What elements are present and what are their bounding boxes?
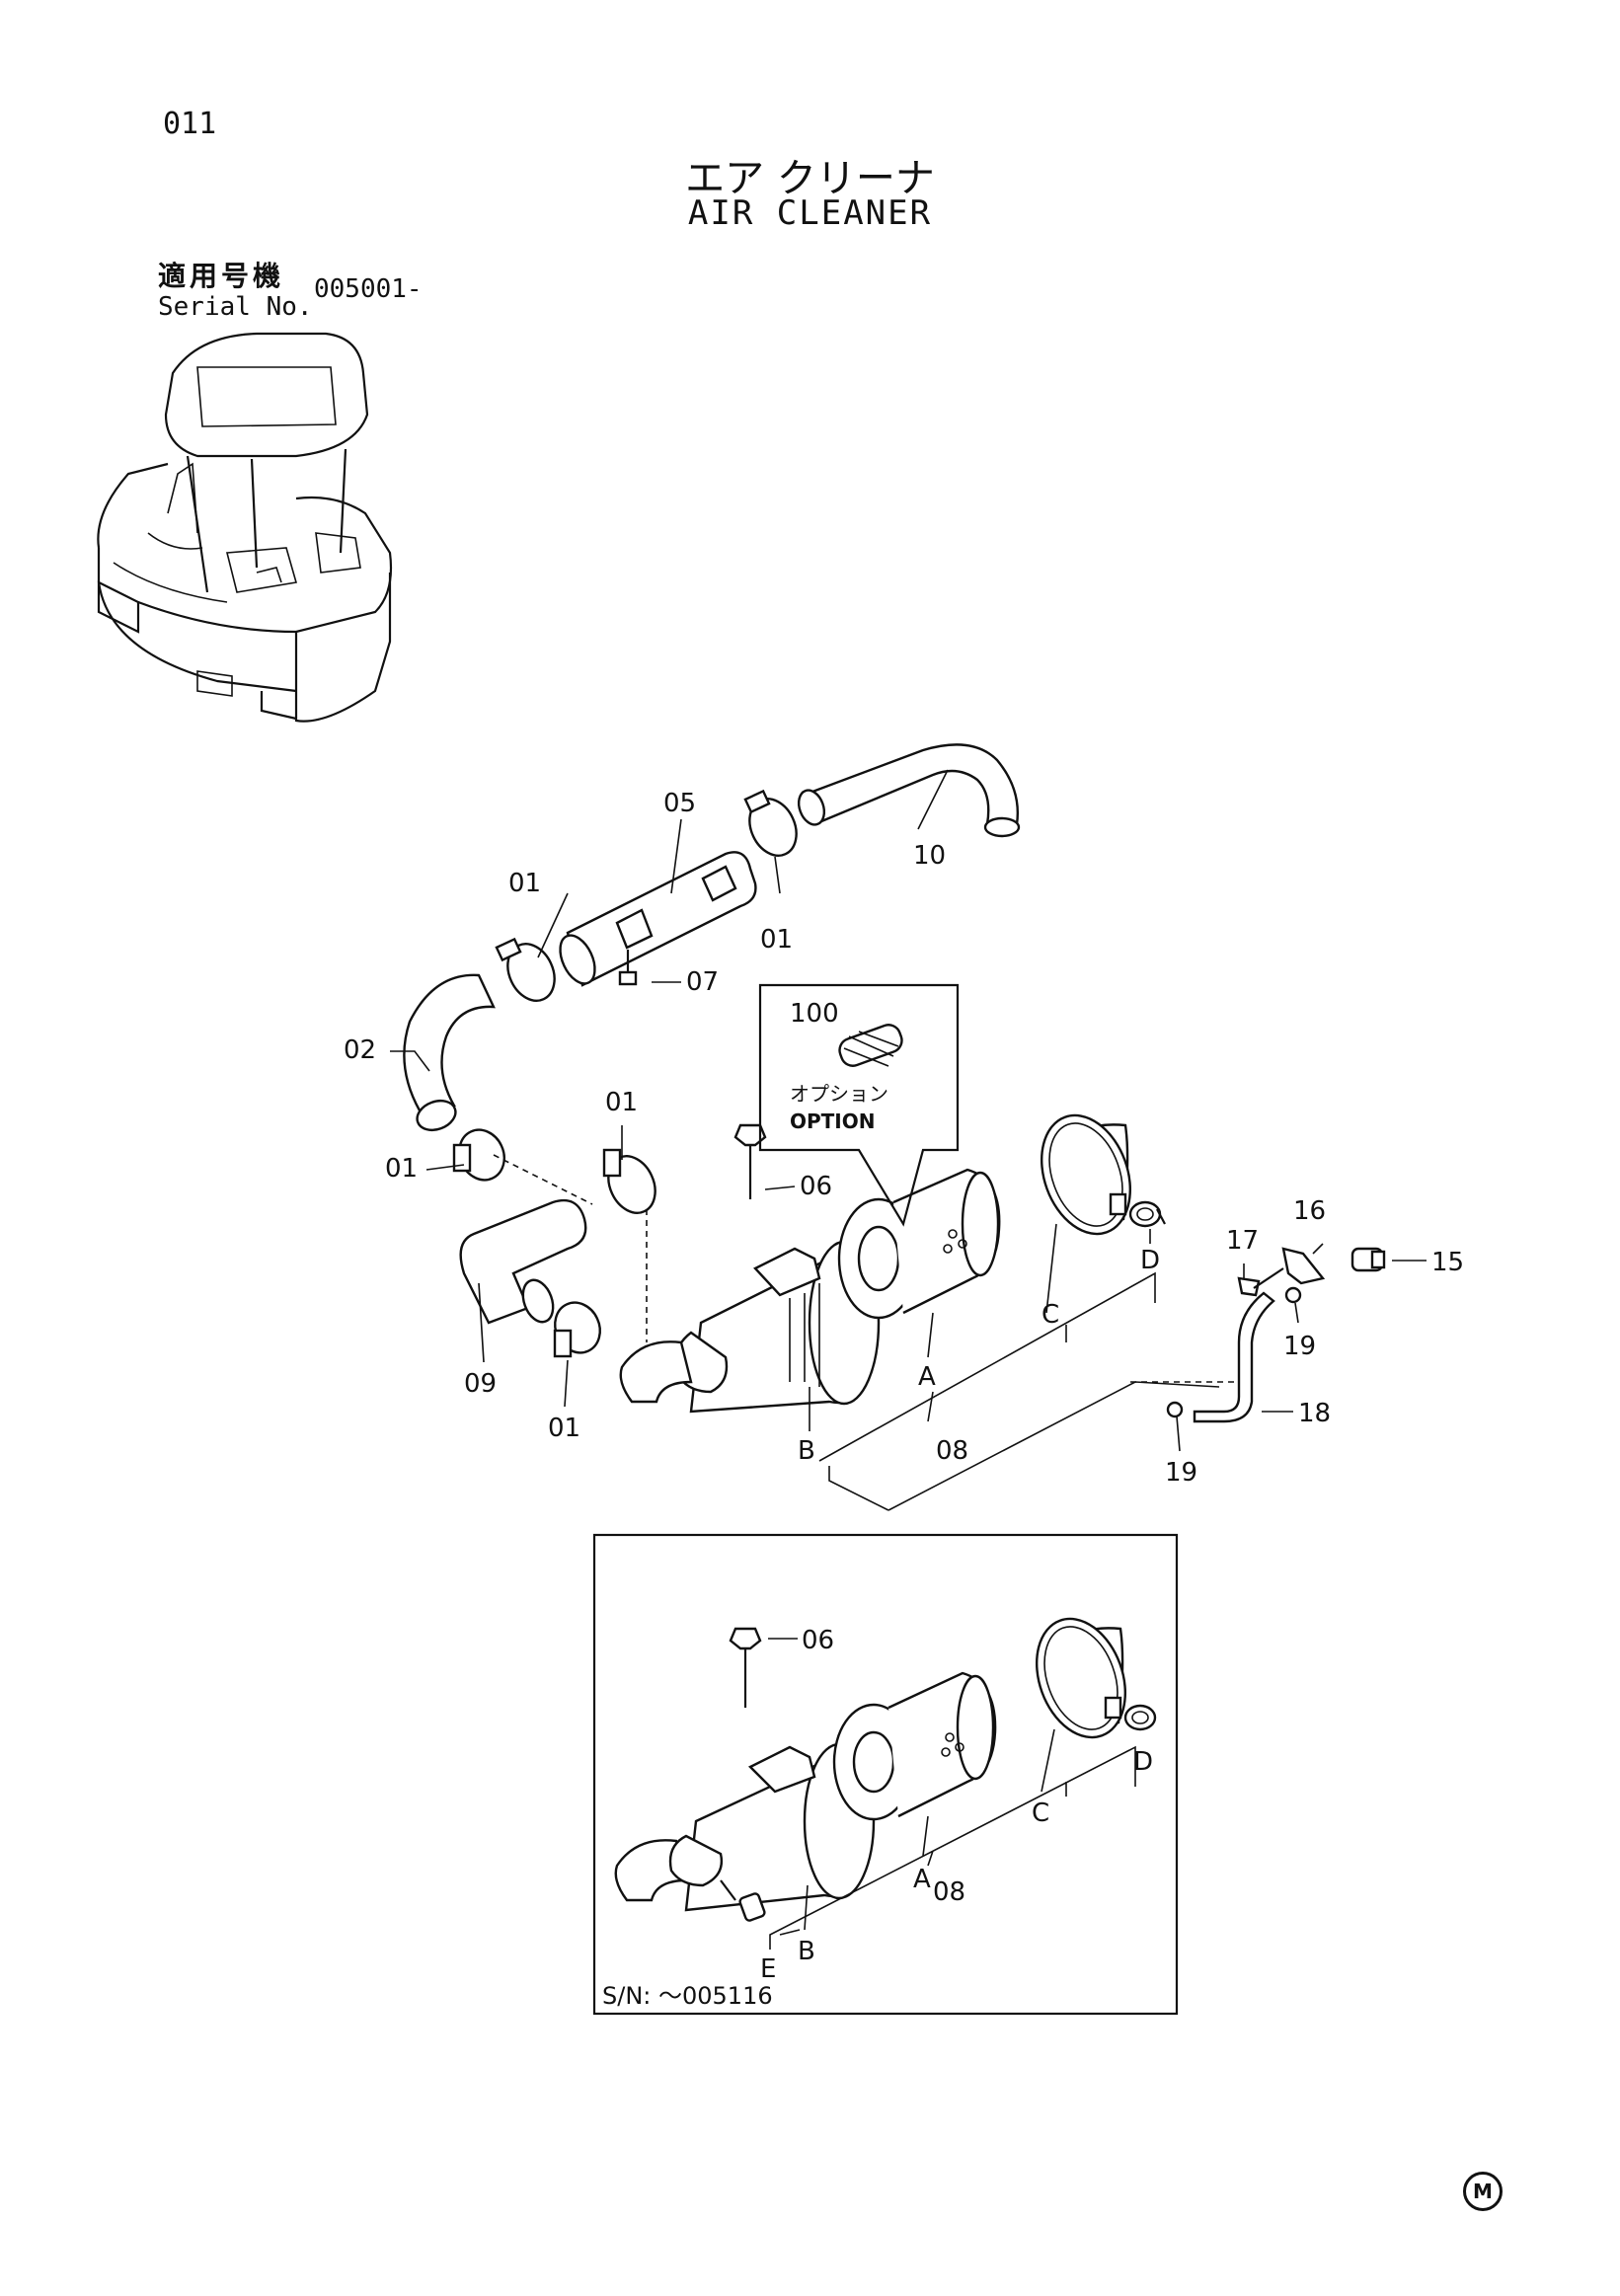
callout-01-c: 01 xyxy=(385,1154,418,1184)
bolt-17 xyxy=(1237,1267,1284,1297)
title-japanese: エア クリーナ xyxy=(685,156,935,201)
callout-07: 07 xyxy=(686,967,719,997)
callout-16: 16 xyxy=(1293,1196,1326,1226)
inset-callout-B: B xyxy=(798,1937,815,1966)
leader-lines xyxy=(390,769,1427,1931)
inset-callout-C: C xyxy=(1032,1799,1049,1828)
clamp-01-upper-right xyxy=(743,789,798,857)
callout-10: 10 xyxy=(913,841,946,871)
option-label-jp: オプション xyxy=(790,1082,888,1106)
callout-15: 15 xyxy=(1431,1248,1464,1277)
inset-callout-D: D xyxy=(1133,1747,1153,1777)
callout-01-b: 01 xyxy=(760,925,793,955)
callout-06: 06 xyxy=(800,1172,832,1201)
callouts: 05 01 01 10 02 07 01 01 09 01 06 B A 08 … xyxy=(344,789,1464,2010)
callout-100: 100 xyxy=(790,999,839,1029)
serial-label-english: Serial No. xyxy=(158,292,313,322)
callout-01-d: 01 xyxy=(605,1088,638,1117)
serial-label-japanese: 適用号機 xyxy=(158,260,285,292)
inset-valve-D xyxy=(1123,1704,1157,1731)
bolt-07 xyxy=(618,950,638,986)
page-code: 011 xyxy=(163,107,217,141)
inset-serial: S/N: ～005116 xyxy=(602,1982,773,2010)
callout-A: A xyxy=(918,1362,936,1392)
inset-air-cleaner-body-B xyxy=(614,1742,876,1912)
inset-callout-A: A xyxy=(913,1865,931,1894)
inset-callout-06: 06 xyxy=(802,1626,834,1655)
callout-B: B xyxy=(798,1436,815,1466)
clamp-01-upper-left xyxy=(495,937,556,1002)
excavator-overview-illustration xyxy=(97,332,393,723)
valve-D xyxy=(1128,1200,1166,1228)
clip-19-lower xyxy=(1166,1401,1184,1418)
callout-C: C xyxy=(1041,1300,1059,1330)
serial-range: 005001- xyxy=(314,274,423,304)
callout-19-b: 19 xyxy=(1165,1458,1197,1488)
clip-19-upper xyxy=(1284,1286,1302,1304)
callout-D: D xyxy=(1140,1246,1160,1275)
inset-frame xyxy=(592,1533,1179,2016)
clamp-01-lower xyxy=(553,1301,601,1358)
callout-02: 02 xyxy=(344,1035,376,1065)
callout-01-e: 01 xyxy=(548,1414,580,1443)
option-label-en: OPTION xyxy=(790,1110,875,1133)
cover-C xyxy=(1040,1113,1132,1236)
option-box xyxy=(758,983,960,1227)
indicator-15 xyxy=(1350,1247,1386,1272)
callout-05: 05 xyxy=(663,789,696,818)
bracket-16 xyxy=(1281,1247,1326,1285)
callout-17: 17 xyxy=(1226,1226,1259,1256)
clamp-01-middle-left xyxy=(452,1128,505,1182)
inset-sensor-E xyxy=(720,1879,766,1922)
corner-mark: M xyxy=(1463,2172,1503,2211)
clamp-01-middle-right xyxy=(602,1148,656,1214)
hose-02 xyxy=(403,973,496,1132)
pipe-05 xyxy=(559,851,757,987)
callout-01-a: 01 xyxy=(508,869,541,898)
element-A xyxy=(837,1168,1001,1320)
inset-cover-C xyxy=(1035,1617,1127,1739)
callout-19-a: 19 xyxy=(1283,1332,1316,1361)
callout-18: 18 xyxy=(1298,1399,1331,1428)
inset-bolt-06 xyxy=(729,1627,762,1708)
title-english: AIR CLEANER xyxy=(687,193,933,233)
hose-18 xyxy=(1193,1291,1275,1423)
inset-callout-E: E xyxy=(760,1954,776,1984)
inset-element-A xyxy=(832,1671,997,1821)
hose-09 xyxy=(459,1198,587,1325)
callout-08: 08 xyxy=(936,1436,968,1466)
hose-10 xyxy=(797,743,1021,838)
callout-09: 09 xyxy=(464,1369,497,1399)
inset-callout-08: 08 xyxy=(933,1877,965,1907)
